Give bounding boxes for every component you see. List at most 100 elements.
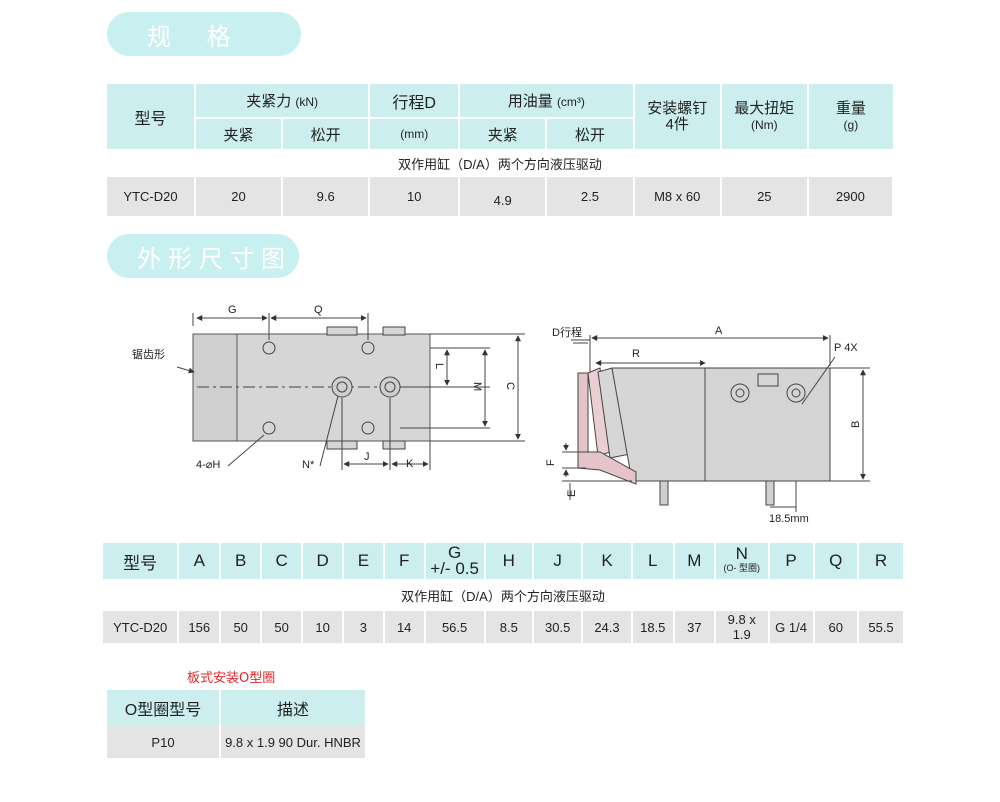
- dim-cell: G 1/4: [768, 611, 815, 643]
- spec-note: 双作用缸（D/A）两个方向液压驱动: [107, 149, 893, 177]
- spec-oil-header: 用油量 (cm³): [459, 84, 635, 119]
- dim-row: YTC-D20 156 50 50 10 3 14 56.5 8.5 30.5 …: [103, 611, 903, 643]
- clamp-force-clamp-header: 夹紧: [195, 118, 284, 149]
- dim-cell: 50: [261, 611, 304, 643]
- dim-header-H: H: [484, 543, 535, 579]
- dim-header-B: B: [220, 543, 263, 579]
- dim-header-Q: Q: [813, 543, 860, 579]
- dim-cell: YTC-D20: [103, 611, 180, 643]
- dim-header-R: R: [858, 543, 903, 579]
- dim-cell: 10: [302, 611, 345, 643]
- dim-header-model: 型号: [103, 543, 180, 579]
- label-R: R: [632, 348, 640, 360]
- side-view: [562, 335, 870, 512]
- screw-sub: 4件: [665, 115, 689, 133]
- label-saw: 锯齿形: [132, 347, 165, 361]
- dim-cell: 30.5: [533, 611, 584, 643]
- spec-stroke-header: 行程D: [369, 84, 461, 119]
- dim-header-G: G+/- 0.5: [424, 543, 486, 579]
- label-18-5mm: 18.5mm: [769, 513, 809, 525]
- dim-cell: 156: [178, 611, 222, 643]
- dim-header-G-sub: +/- 0.5: [430, 559, 479, 578]
- dim-cell: 14: [383, 611, 426, 643]
- spec-cell-screw: M8 x 60: [633, 177, 722, 216]
- dim-header-C: C: [261, 543, 304, 579]
- spec-cell-oil-release: 2.5: [546, 177, 635, 216]
- dimension-drawing: G Q 锯齿形 L M C J K 4-⌀H N*: [132, 304, 870, 525]
- clamp-force-label: 夹紧力: [246, 93, 292, 110]
- label-hole: 4-⌀H: [196, 459, 220, 471]
- oil-unit: (cm³): [556, 95, 585, 109]
- oring-title: 板式安装O型圈: [187, 671, 276, 686]
- clamp-force-release-header: 松开: [282, 118, 371, 149]
- dim-header-N-label: N: [735, 544, 748, 563]
- label-D-stroke: D行程: [552, 326, 582, 339]
- dim-cell: 56.5: [424, 611, 486, 643]
- oring-header-model: O型圈型号: [107, 690, 221, 726]
- dim-cell: 9.8 x 1.9: [714, 611, 770, 643]
- label-G: G: [228, 304, 237, 316]
- dim-cell: 24.3: [582, 611, 633, 643]
- dim-header-M: M: [673, 543, 716, 579]
- label-Q: Q: [314, 304, 323, 316]
- dimension-table: 型号 A B C D E F G+/- 0.5 H J K L M N(O- 型…: [103, 543, 903, 643]
- label-E: E: [566, 490, 578, 497]
- spec-torque-header: 最大扭矩(Nm): [720, 84, 809, 149]
- spec-cell-weight: 2900: [807, 177, 895, 216]
- label-L: L: [433, 363, 445, 369]
- dim-cell: 37: [673, 611, 716, 643]
- dim-header-K: K: [582, 543, 633, 579]
- dim-cell: 50: [220, 611, 263, 643]
- stroke-unit-header: (mm): [369, 118, 461, 149]
- torque-label: 最大扭矩: [734, 99, 795, 117]
- oil-clamp-header: 夹紧: [459, 118, 548, 149]
- dim-cell: 18.5: [631, 611, 675, 643]
- dim-header-E: E: [343, 543, 385, 579]
- top-view-labels: G Q 锯齿形 L M C J K 4-⌀H N*: [132, 304, 516, 471]
- dim-header-G-label: G: [448, 543, 462, 562]
- label-A: A: [715, 325, 723, 337]
- label-B: B: [850, 421, 862, 428]
- oring-table: O型圈型号 描述 P10 9.8 x 1.9 90 Dur. HNBR: [107, 690, 365, 758]
- label-N: N*: [302, 459, 315, 471]
- torque-unit: (Nm): [750, 117, 778, 132]
- top-view: [176, 313, 525, 470]
- oring-header-desc: 描述: [220, 690, 365, 726]
- dim-header-N-sub: (O- 型圈): [723, 563, 760, 573]
- dim-header-P: P: [768, 543, 815, 579]
- weight-label: 重量: [835, 99, 866, 117]
- oring-cell-model: P10: [107, 726, 221, 758]
- oring-cell-desc: 9.8 x 1.9 90 Dur. HNBR: [220, 726, 365, 758]
- weight-unit: (g): [843, 117, 859, 132]
- section-title-dimensions: 外形尺寸图: [107, 234, 299, 278]
- dim-note: 双作用缸（D/A）两个方向液压驱动: [103, 579, 903, 611]
- dim-cell: 55.5: [858, 611, 903, 643]
- spec-cell-model: YTC-D20: [107, 177, 197, 216]
- dim-cell: 60: [813, 611, 860, 643]
- spec-cell-release: 9.6: [282, 177, 371, 216]
- dim-header-D: D: [302, 543, 345, 579]
- side-view-labels: D行程 A R P 4X B F E 18.5mm: [545, 325, 862, 525]
- spec-cell-torque: 25: [720, 177, 809, 216]
- label-F: F: [545, 459, 557, 466]
- label-M: M: [471, 382, 483, 391]
- dim-header-N: N(O- 型圈): [714, 543, 770, 579]
- dim-cell: 3: [343, 611, 385, 643]
- screw-label: 安装螺钉: [647, 99, 708, 117]
- spec-cell-stroke: 10: [369, 177, 461, 216]
- section-title-spec: 规 格: [107, 12, 301, 56]
- clamp-force-unit: (kN): [295, 95, 319, 109]
- dim-header-F: F: [383, 543, 426, 579]
- label-K: K: [406, 458, 414, 470]
- spec-model-header: 型号: [107, 84, 197, 149]
- spec-cell-clamp: 20: [195, 177, 284, 216]
- spec-weight-header: 重量(g): [807, 84, 893, 149]
- label-C: C: [504, 382, 516, 390]
- oil-label: 用油量: [507, 93, 553, 110]
- label-P: P 4X: [834, 342, 858, 354]
- label-J: J: [364, 451, 370, 463]
- dim-header-L: L: [631, 543, 675, 579]
- dim-cell: 8.5: [484, 611, 535, 643]
- dim-header-J: J: [533, 543, 584, 579]
